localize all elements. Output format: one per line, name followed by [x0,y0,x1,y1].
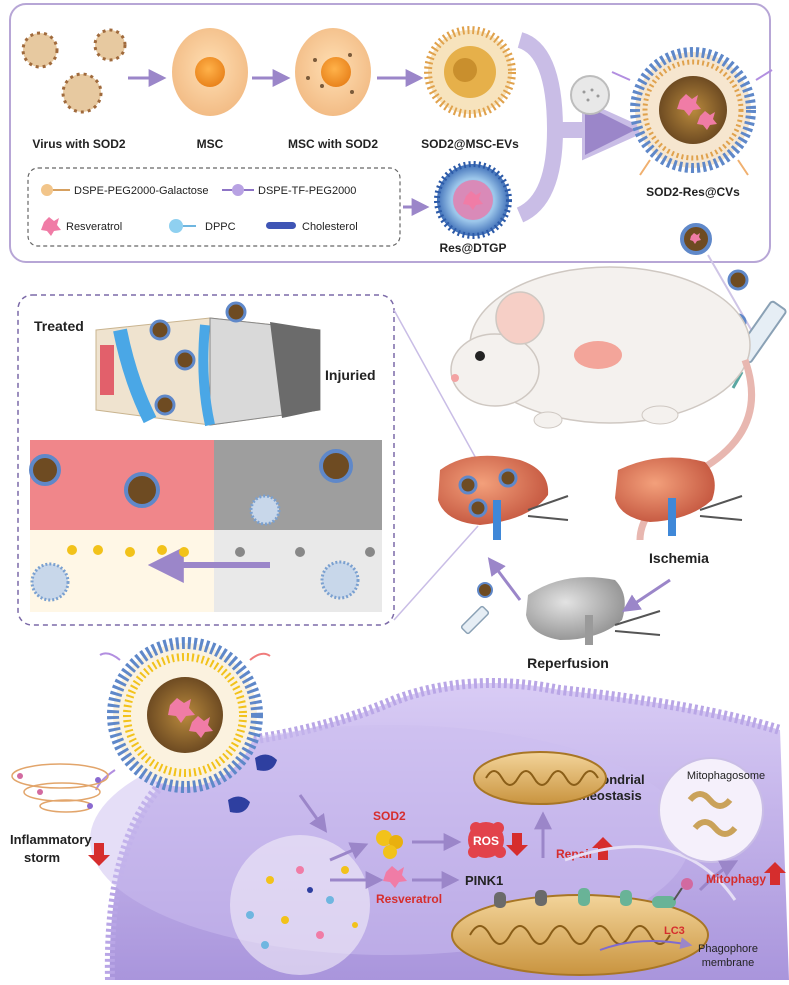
label-reperfusion: Reperfusion [527,655,609,671]
tissue-panel: Treated Injuried [17,294,479,626]
label-ischemia: Ischemia [649,550,709,566]
label-phagophore-line2: membrane [702,957,755,969]
label-msc-sod2: MSC with SOD2 [288,137,378,151]
ros-icon [468,822,506,858]
reperfusion-liver [526,577,661,645]
label-inflammatory-line2: storm [24,850,60,865]
msc-illustration [172,28,248,116]
label-phagophore-line1: Phagophore [698,943,758,955]
ischemia-liver [615,457,743,536]
top-panel: Virus with SOD2 MSC MSC with SOD2 SOD2@M… [9,3,773,263]
svg-text:Resveratrol: Resveratrol [66,221,122,233]
arrow-ischemia-reperfusion [622,578,671,612]
down-arrow-inflammatory [88,843,110,866]
res-dtgp-illustration [434,161,512,239]
legend-galactose: DSPE-PEG2000-Galactose [41,184,209,197]
arrow-reperfusion-treated [487,557,522,601]
virus-sod2-illustration [21,28,127,114]
label-res-dtgp: Res@DTGP [439,241,506,255]
merge-arrow [516,32,650,223]
label-msc: MSC [197,137,224,151]
svg-text:Cholesterol: Cholesterol [302,221,358,233]
label-resveratrol-bottom: Resveratrol [376,892,442,906]
resveratrol-icon [383,866,407,888]
small-cv-icon [680,223,712,255]
label-lc3: LC3 [664,925,685,937]
label-ev: SOD2@MSC-EVs [421,137,519,151]
svg-text:DSPE-PEG2000-Galactose: DSPE-PEG2000-Galactose [74,185,209,197]
released-contents [230,835,370,975]
damaged-mitochondrion [451,894,709,976]
msc-with-sod2-illustration [295,28,371,116]
sod2-res-cvs-illustration [611,47,773,176]
sod2-protein-icon [376,830,403,859]
legend-tf: DSPE-TF-PEG2000 [222,184,356,197]
legend-dppc: DPPC [169,219,236,233]
zoom-line-bottom [393,525,479,621]
label-inflammatory-line1: Inflammatory [10,832,92,847]
down-arrow-ros [506,833,528,856]
up-arrow-mitophagy [764,862,786,885]
mitophagosome-illustration [658,757,764,863]
arrow-to-mitophagosome [698,860,739,892]
arrow-endocytosis [298,794,328,833]
label-injured: Injuried [325,367,376,383]
zoom-line-top [393,309,479,463]
svg-text:DSPE-TF-PEG2000: DSPE-TF-PEG2000 [258,185,356,197]
phagophore-arc [564,845,737,901]
cell-mechanism-panel: Inflammatory storm SOD2 ROS Resveratrol … [10,637,789,981]
label-mitophagosome: Mitophagosome [687,770,765,782]
liver-tissue-block [95,301,321,427]
cv-entering-cell [95,637,271,793]
lc3-icon [652,878,693,908]
label-virus: Virus with SOD2 [32,137,125,151]
legend-cholesterol: Cholesterol [266,221,358,233]
sod2-msc-ev-illustration [424,26,516,118]
membrane-disk-icon [570,75,610,115]
label-mitophagy: Mitophagy [706,872,766,886]
treated-liver [438,455,569,540]
legend-resveratrol: Resveratrol [41,217,122,236]
tissue-cross-section [29,440,382,612]
svg-text:DPPC: DPPC [205,221,236,233]
receptor-icons [228,754,277,813]
label-repair: Repair [556,847,594,861]
label-ros: ROS [473,834,499,848]
pink1-protein-icons [494,888,632,908]
healthy-mitochondrion [473,751,607,805]
label-sod2: SOD2 [373,809,406,823]
small-syringe-icon [460,582,493,635]
component-legend: DSPE-PEG2000-Galactose DSPE-TF-PEG2000 R… [27,167,401,247]
arrow-sod2 [329,842,369,862]
label-treated: Treated [34,318,84,334]
inflammatory-storm-icon [11,763,109,813]
label-cvs: SOD2-Res@CVs [646,185,740,199]
merge-arrow-head [585,105,635,155]
label-pink1: PINK1 [465,873,503,888]
